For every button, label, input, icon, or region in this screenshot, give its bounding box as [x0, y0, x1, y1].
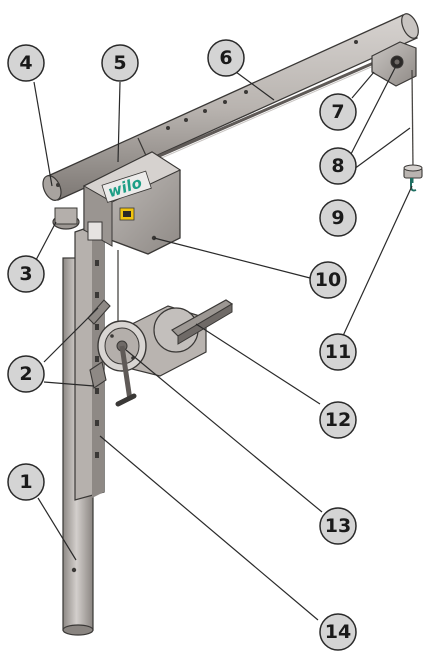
- leader-9: [349, 127, 411, 173]
- extension-rail: [171, 299, 234, 345]
- callout-label: 4: [19, 52, 32, 74]
- callout-label: 10: [315, 269, 341, 291]
- callout-3: 3: [7, 255, 45, 293]
- callout-4: 4: [7, 44, 45, 82]
- winch: [97, 305, 207, 407]
- load-hook: [403, 164, 423, 192]
- callout-label: 5: [113, 52, 126, 74]
- leader-14: [99, 435, 319, 621]
- callout-5: 5: [101, 44, 139, 82]
- callout-label: 3: [19, 263, 32, 285]
- leader-8: [349, 65, 397, 157]
- callout-7: 7: [319, 93, 357, 131]
- callout-12: 12: [319, 401, 357, 439]
- boom-strut: [149, 53, 393, 162]
- leader-2a: [43, 307, 99, 363]
- callout-label: 14: [325, 621, 351, 643]
- callout-label: 6: [219, 47, 232, 69]
- leader-4: [33, 81, 53, 187]
- crane-body: wilo: [42, 13, 423, 636]
- leader-12: [195, 323, 321, 405]
- callout-13: 13: [319, 507, 357, 545]
- callout-label: 7: [331, 101, 344, 123]
- leader-7: [351, 71, 375, 99]
- console-housing: wilo: [82, 151, 182, 322]
- leader-6: [235, 71, 275, 101]
- leader-3: [35, 221, 57, 261]
- callout-label: 9: [331, 207, 344, 229]
- callout-10: 10: [309, 261, 347, 299]
- callout-label: 12: [325, 409, 351, 431]
- callout-label: 2: [19, 363, 32, 385]
- leader-1: [37, 497, 77, 561]
- callout-label: 1: [19, 471, 32, 493]
- callout-6: 6: [207, 39, 245, 77]
- callout-8: 8: [319, 147, 357, 185]
- boom-tube: [42, 13, 419, 201]
- leader-10: [153, 237, 311, 279]
- mast-channel: [74, 221, 105, 501]
- callout-1: 1: [7, 463, 45, 501]
- callout-11: 11: [319, 333, 357, 371]
- leader-13: [125, 349, 323, 513]
- callout-9: 9: [319, 199, 357, 237]
- winch-brackets: [87, 299, 111, 389]
- callout-2: 2: [7, 355, 45, 393]
- boom-head: [371, 41, 417, 87]
- callout-label: 13: [325, 515, 351, 537]
- slewing-ring: [52, 207, 80, 230]
- callout-label: 11: [325, 341, 351, 363]
- leader-11: [341, 185, 413, 339]
- callout-label: 8: [331, 155, 344, 177]
- leader-lines: [33, 65, 413, 621]
- leader-2b: [43, 381, 95, 387]
- leader-5: [117, 81, 121, 163]
- callout-14: 14: [319, 613, 357, 651]
- hoist-rope: [411, 69, 414, 169]
